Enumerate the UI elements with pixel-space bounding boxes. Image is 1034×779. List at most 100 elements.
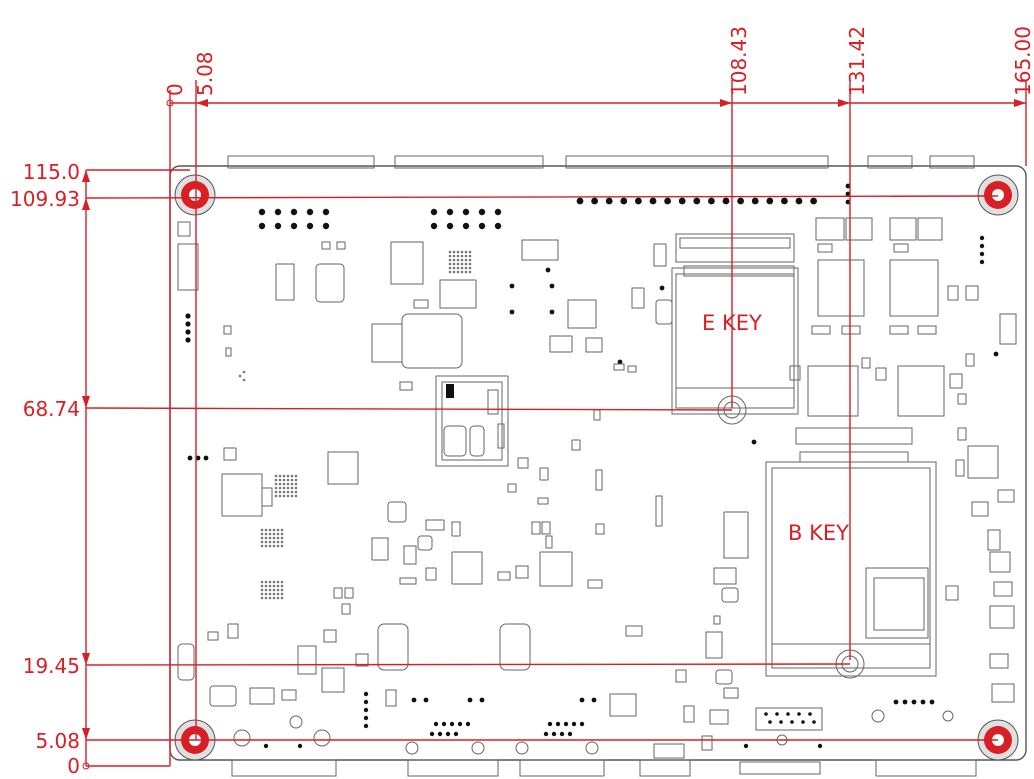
pin-dot bbox=[547, 721, 553, 727]
via-dot bbox=[268, 536, 272, 540]
via-dot bbox=[264, 584, 268, 588]
pin-dot bbox=[929, 699, 935, 705]
via-dot bbox=[280, 592, 284, 596]
x-dim-165-00: 165.00 bbox=[1011, 26, 1034, 96]
via-dot bbox=[448, 266, 452, 270]
y-dim-0: 0 bbox=[67, 754, 80, 778]
via-dot bbox=[452, 250, 456, 254]
pin-dot bbox=[993, 351, 999, 357]
pin-dot bbox=[322, 222, 330, 230]
pin-dot bbox=[808, 712, 812, 716]
pin-dot bbox=[751, 197, 759, 205]
pin-dot bbox=[708, 197, 715, 205]
via-dot bbox=[260, 580, 264, 584]
pin-dot bbox=[437, 731, 443, 737]
via-dot bbox=[278, 478, 282, 482]
y-dim-115-0: 115.0 bbox=[23, 160, 80, 184]
via-dot bbox=[274, 482, 278, 486]
pin-dot bbox=[453, 731, 459, 737]
via-dot bbox=[460, 254, 464, 258]
pin-dot bbox=[363, 707, 369, 713]
pin-dot bbox=[549, 283, 555, 289]
pin-dot bbox=[411, 697, 417, 703]
via-dot bbox=[276, 592, 280, 596]
pin-dot bbox=[274, 222, 282, 230]
pin-dot bbox=[185, 329, 191, 335]
pin-dot bbox=[549, 309, 555, 315]
via-dot bbox=[278, 494, 282, 498]
via-dot bbox=[282, 482, 286, 486]
via-dot bbox=[448, 270, 452, 274]
pin-dot bbox=[430, 208, 438, 216]
via-dot bbox=[456, 270, 460, 274]
via-dot bbox=[290, 474, 294, 478]
via-dot bbox=[286, 494, 290, 498]
via-dot bbox=[290, 482, 294, 486]
pin-dot bbox=[446, 208, 454, 216]
via-dot bbox=[272, 540, 276, 544]
via-dot bbox=[280, 532, 284, 536]
pin-dot bbox=[185, 337, 191, 343]
via-dot bbox=[260, 536, 264, 540]
via-dot bbox=[268, 584, 272, 588]
via-dot bbox=[464, 254, 468, 258]
pin-dot bbox=[543, 731, 549, 737]
via-dot bbox=[268, 532, 272, 536]
pin-dot bbox=[920, 699, 926, 705]
pin-dot bbox=[195, 455, 201, 461]
via-dot bbox=[264, 588, 268, 592]
pin-dot bbox=[591, 697, 597, 703]
pin-dot bbox=[559, 731, 565, 737]
via-dot bbox=[260, 588, 264, 592]
pin-dot bbox=[605, 197, 613, 205]
pin-dot bbox=[551, 731, 557, 737]
via-dot bbox=[278, 486, 282, 490]
via-dot bbox=[448, 254, 452, 258]
via-dot bbox=[278, 474, 282, 478]
via-dot bbox=[260, 596, 264, 600]
pin-dot bbox=[263, 743, 269, 749]
via-dot bbox=[272, 588, 276, 592]
via-dot bbox=[264, 580, 268, 584]
x-dimension-labels: 0 5.08 108.43 131.42 165.00 bbox=[163, 26, 1034, 96]
via-dot bbox=[448, 262, 452, 266]
pin-dot bbox=[812, 720, 816, 724]
pin-dot bbox=[363, 715, 369, 721]
pin-dot bbox=[258, 208, 266, 216]
pin-dot bbox=[766, 197, 774, 205]
pin-dot bbox=[509, 309, 515, 315]
pin-dot bbox=[571, 721, 577, 727]
pin-dot bbox=[781, 197, 788, 205]
via-dot bbox=[272, 528, 276, 532]
x-dim-5-08: 5.08 bbox=[193, 51, 217, 96]
via-dot bbox=[268, 588, 272, 592]
via-dot bbox=[282, 486, 286, 490]
via-dot bbox=[468, 262, 472, 266]
via-dot bbox=[290, 478, 294, 482]
via-dot bbox=[260, 544, 264, 548]
pin-dot bbox=[979, 235, 985, 241]
pin-dot bbox=[845, 183, 851, 189]
via-dot bbox=[294, 486, 298, 490]
via-dot bbox=[452, 262, 456, 266]
via-dot bbox=[290, 486, 294, 490]
via-dot bbox=[468, 258, 472, 262]
via-dot bbox=[272, 580, 276, 584]
pin-dot bbox=[579, 697, 585, 703]
via-dot bbox=[286, 482, 290, 486]
pin-dot bbox=[479, 697, 485, 703]
pin-dot bbox=[185, 313, 191, 319]
pin-dot bbox=[290, 208, 298, 216]
via-dot bbox=[282, 478, 286, 482]
y-dim-68-74: 68.74 bbox=[23, 397, 80, 421]
pin-dot bbox=[446, 222, 454, 230]
via-dot bbox=[286, 486, 290, 490]
pin-dot bbox=[617, 359, 623, 365]
via-dot bbox=[272, 596, 276, 600]
via-dot bbox=[280, 596, 284, 600]
via-dot bbox=[276, 544, 280, 548]
via-dot bbox=[460, 250, 464, 254]
pin-dot bbox=[797, 712, 801, 716]
via-dot bbox=[452, 270, 456, 274]
y-dim-109-93: 109.93 bbox=[10, 187, 80, 211]
